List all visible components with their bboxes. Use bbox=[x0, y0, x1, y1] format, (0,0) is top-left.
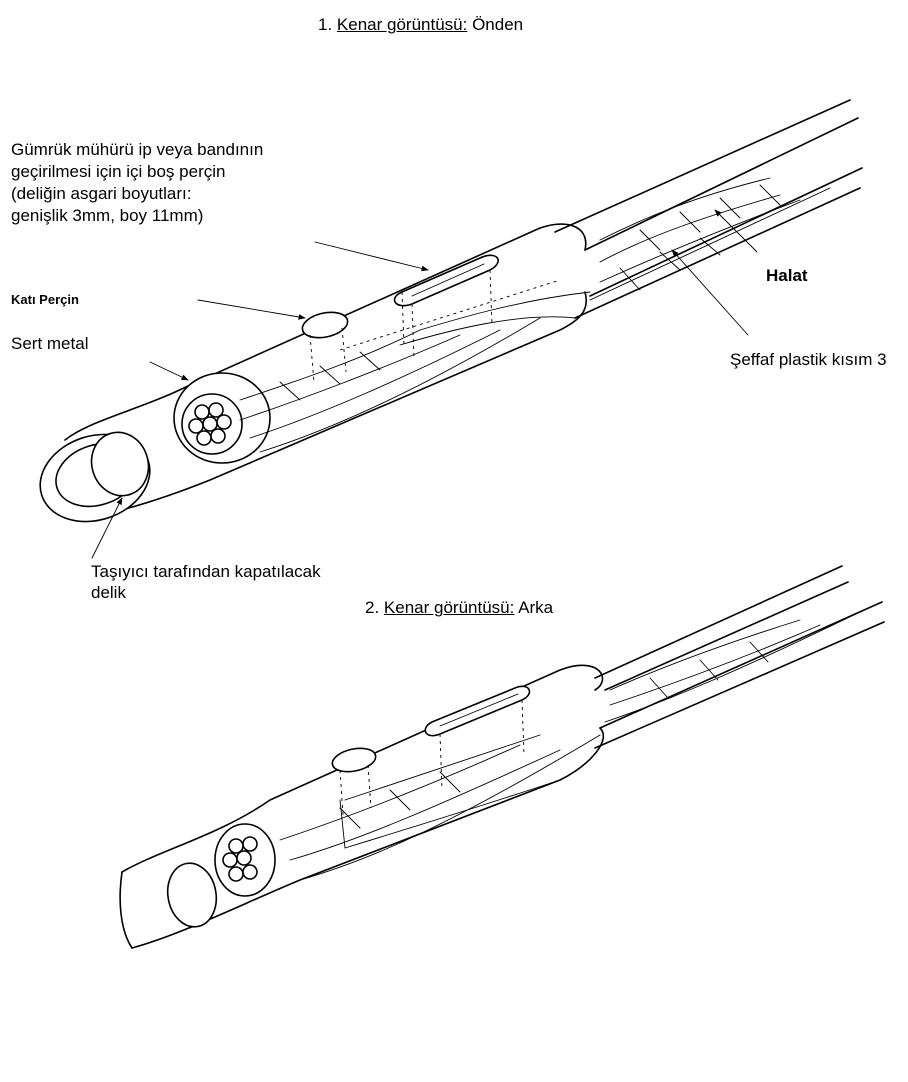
view2-title: 2. Kenar görüntüsü: Arka bbox=[365, 597, 553, 618]
solid-rivet-label: Katı Perçin bbox=[11, 292, 79, 307]
hollow-rivet-icon-2 bbox=[424, 685, 531, 791]
cable-label: Halat bbox=[766, 266, 808, 285]
hollow-rivet-label: Gümrük mühürü ip veya bandının geçirilme… bbox=[11, 139, 263, 227]
view1-number: 1. bbox=[318, 15, 333, 34]
view2-cable-assembly bbox=[119, 565, 885, 949]
rivet-icon-2 bbox=[331, 747, 377, 816]
view2-title-rest: Arka bbox=[518, 598, 554, 617]
cable-cross-section-icon-2 bbox=[222, 836, 258, 882]
cable-strands-icon-2 bbox=[604, 611, 861, 723]
carrier-hole-label: Taşıyıcı tarafından kapatılacak delik bbox=[91, 561, 321, 603]
view1-cable-assembly bbox=[39, 99, 863, 559]
hollow-rivet-label-line3: (deliğin asgari boyutları: bbox=[11, 184, 192, 203]
view1-title: 1. Kenar görüntüsü: Önden bbox=[318, 14, 523, 35]
hollow-rivet-label-line4: genişlik 3mm, boy 11mm) bbox=[11, 206, 204, 225]
view1-title-underlined: Kenar görüntüsü: bbox=[336, 15, 468, 34]
view2-title-underlined: Kenar görüntüsü: bbox=[383, 598, 515, 617]
carrier-hole-label-line1: Taşıyıcı tarafından kapatılacak bbox=[91, 562, 321, 581]
hard-metal-label: Sert metal bbox=[11, 334, 89, 353]
hollow-rivet-label-line2: geçirilmesi için içi boş perçin bbox=[11, 162, 226, 181]
cable-cross-section-icon bbox=[188, 402, 232, 446]
hollow-rivet-label-line1: Gümrük mühürü ip veya bandının bbox=[11, 140, 264, 159]
leader-arrow-icon bbox=[314, 241, 429, 272]
hollow-rivet-icon bbox=[393, 254, 499, 359]
cable-strands-icon bbox=[589, 177, 831, 301]
carrier-hole-label-line2: delik bbox=[91, 583, 126, 602]
rivet-icon bbox=[301, 311, 349, 383]
view1-title-rest: Önden bbox=[472, 15, 524, 34]
transparent-plastic-label: Şeffaf plastik kısım 3 bbox=[730, 350, 887, 369]
view2-number: 2. bbox=[365, 598, 380, 617]
